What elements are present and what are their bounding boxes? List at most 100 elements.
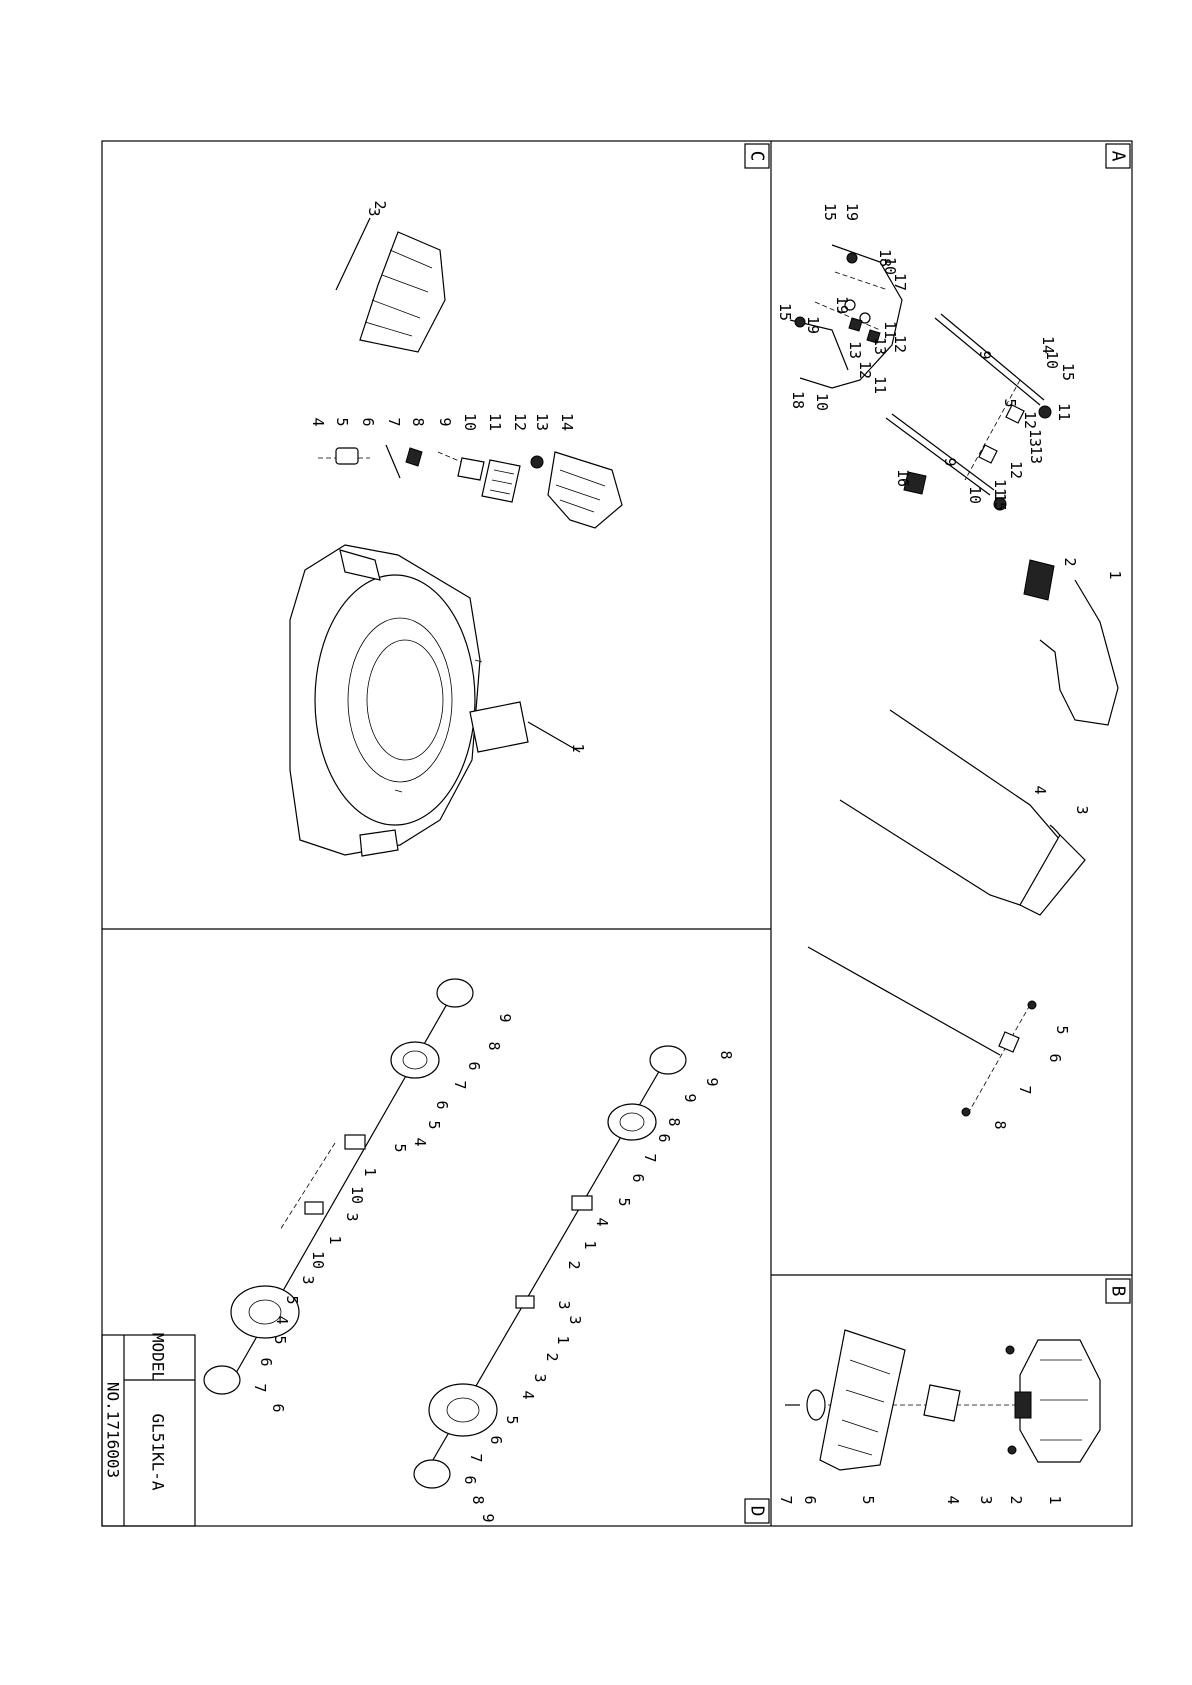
callout-d-13: 3: [299, 1275, 317, 1284]
callout-d-42: 9: [479, 1513, 497, 1522]
callout-d-10: 3: [343, 1212, 361, 1221]
callout-d-35: 3: [531, 1373, 549, 1382]
callout-d-25: 7: [641, 1153, 659, 1162]
callout-a-14: 18: [789, 391, 807, 409]
callout-d-32: 3: [566, 1315, 584, 1324]
callout-a-7: 19: [804, 316, 822, 334]
callout-c-1: 3: [365, 207, 383, 216]
callout-a-30: 9: [941, 457, 959, 466]
callout-d-2: 6: [465, 1061, 483, 1070]
drawing-number: NO.1716003: [104, 1382, 123, 1478]
callout-b-0: 1: [1046, 1495, 1064, 1504]
callout-a-22: 12: [1021, 411, 1039, 429]
callout-b-3: 4: [944, 1495, 962, 1504]
callout-d-18: 7: [251, 1383, 269, 1392]
section-b-drawing: [785, 1330, 1100, 1470]
callout-a-38: 8: [991, 1120, 1009, 1129]
section-c-drawing: [290, 218, 622, 856]
callout-a-0: 19: [843, 203, 861, 221]
callout-d-23: 8: [665, 1117, 683, 1126]
callout-d-28: 4: [593, 1217, 611, 1226]
callout-d-20: 8: [717, 1050, 735, 1059]
svg-text:A: A: [1108, 151, 1129, 162]
callout-a-9: 12: [891, 335, 909, 353]
callout-d-41: 8: [469, 1495, 487, 1504]
title-block: MODEL GL51KL-A NO.1716003: [102, 1333, 195, 1526]
callout-a-24: 13: [1027, 446, 1045, 464]
callout-d-17: 6: [257, 1357, 275, 1366]
model-value: GL51KL-A: [149, 1413, 168, 1490]
section-box-c: C: [745, 144, 769, 168]
callout-c-4: 6: [359, 417, 377, 426]
callout-d-22: 9: [681, 1093, 699, 1102]
callout-d-12: 10: [309, 1251, 327, 1269]
callout-a-13: 11: [871, 376, 889, 394]
callout-a-23: 13: [1026, 429, 1044, 447]
callout-a-35: 5: [1053, 1025, 1071, 1034]
callout-d-19: 6: [269, 1403, 287, 1412]
callout-d-3: 7: [451, 1080, 469, 1089]
callout-d-8: 1: [361, 1167, 379, 1176]
callout-a-11: 13: [846, 341, 864, 359]
callout-a-25: 12: [1007, 461, 1025, 479]
callout-c-12: 14: [558, 413, 576, 431]
svg-text:C: C: [747, 151, 768, 162]
callout-d-21: 9: [703, 1077, 721, 1086]
callout-a-20: 5: [1001, 398, 1019, 407]
callout-d-5: 5: [425, 1120, 443, 1129]
callout-d-6: 4: [411, 1137, 429, 1146]
callout-a-10: 13: [871, 337, 889, 355]
callout-d-33: 1: [554, 1335, 572, 1344]
callout-b-4: 5: [859, 1495, 877, 1504]
callout-c-7: 9: [436, 417, 454, 426]
callout-a-4: 17: [891, 273, 909, 291]
callout-a-32: 1: [1106, 570, 1124, 579]
callout-d-26: 6: [629, 1173, 647, 1182]
callout-c-10: 12: [511, 413, 529, 431]
callout-b-2: 3: [977, 1495, 995, 1504]
callout-d-9: 10: [348, 1186, 366, 1204]
svg-text:B: B: [1108, 1286, 1129, 1297]
callout-a-37: 7: [1016, 1085, 1034, 1094]
callout-b-5: 6: [801, 1495, 819, 1504]
callout-d-24: 6: [655, 1133, 673, 1142]
callout-a-34: 3: [1073, 805, 1091, 814]
callout-d-40: 6: [461, 1475, 479, 1484]
callout-d-30: 2: [565, 1260, 583, 1269]
callout-c-8: 10: [461, 413, 479, 431]
callout-a-29: 15: [991, 493, 1009, 511]
callout-c-3: 5: [333, 417, 351, 426]
callout-a-15: 10: [813, 393, 831, 411]
callout-c-13: 1: [569, 743, 587, 752]
model-label: MODEL: [149, 1333, 168, 1381]
callout-a-21: 11: [1055, 403, 1073, 421]
callout-d-37: 5: [503, 1415, 521, 1424]
callout-a-6: 15: [776, 303, 794, 321]
callout-a-5: 19: [833, 296, 851, 314]
section-box-d: D: [745, 1499, 769, 1523]
callout-d-39: 7: [467, 1453, 485, 1462]
callout-a-33: 4: [1031, 785, 1049, 794]
callout-d-15: 4: [273, 1315, 291, 1324]
callout-d-34: 2: [543, 1352, 561, 1361]
callout-b-1: 2: [1007, 1495, 1025, 1504]
callout-a-31: 2: [1061, 557, 1079, 566]
callout-d-14: 5: [283, 1295, 301, 1304]
callout-a-28: 10: [966, 486, 984, 504]
callout-a-1: 15: [821, 203, 839, 221]
callout-d-11: 1: [326, 1235, 344, 1244]
callout-d-0: 9: [496, 1013, 514, 1022]
callout-c-5: 7: [385, 417, 403, 426]
callout-d-7: 5: [391, 1143, 409, 1152]
callout-c-11: 13: [533, 413, 551, 431]
callout-a-36: 6: [1046, 1053, 1064, 1062]
callout-a-27: 16: [894, 469, 912, 487]
callout-d-29: 1: [581, 1240, 599, 1249]
callout-c-2: 4: [309, 417, 327, 426]
callout-d-36: 4: [519, 1390, 537, 1399]
callout-a-19: 15: [1059, 363, 1077, 381]
callout-d-27: 5: [615, 1197, 633, 1206]
svg-text:D: D: [747, 1506, 768, 1517]
